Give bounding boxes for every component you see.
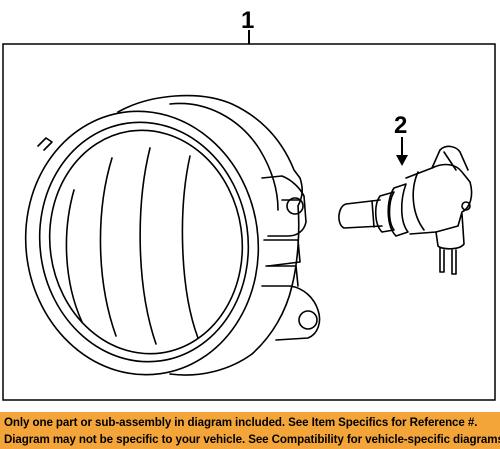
- bulb-base-detail: [412, 171, 425, 231]
- lamp-mount-boss-upper: [286, 197, 304, 215]
- lamp-locator-tab: [37, 137, 53, 151]
- lens-optic-line-1: [65, 189, 83, 323]
- bulb-collar-ring: [387, 183, 409, 237]
- disclaimer-banner: Only one part or sub-assembly in diagram…: [0, 412, 500, 449]
- bulb-terminal-1: [439, 247, 445, 273]
- callout-1-label: 1: [241, 7, 254, 34]
- bulb-terminal-2: [451, 249, 457, 275]
- lens-optic-line-4: [181, 155, 199, 339]
- lamp-bracket-lower: [261, 285, 321, 341]
- lens-optic-line-2: [99, 157, 117, 337]
- lamp-bezel-inner: [38, 121, 250, 363]
- bulb-base-top-inner: [443, 151, 457, 171]
- fog-lamp-diagram: 1 2: [2, 7, 496, 401]
- lamp-bracket-upper: [261, 175, 307, 237]
- fog-lamp-assembly: [24, 94, 321, 376]
- fog-lamp-bulb: [338, 145, 473, 275]
- lamp-rib-2: [265, 265, 299, 287]
- disclaimer-line-2: Diagram may not be specific to your vehi…: [4, 433, 500, 446]
- lamp-lens: [48, 129, 244, 355]
- lamp-mount-boss-lower: [298, 310, 318, 330]
- disclaimer-line-1: Only one part or sub-assembly in diagram…: [4, 416, 478, 429]
- bulb-connector-latch: [461, 201, 471, 211]
- bulb-glass-band: [371, 200, 375, 228]
- diagram-frame: [2, 43, 496, 401]
- lamp-housing-contour: [169, 102, 279, 211]
- lamp-rib-1: [263, 239, 301, 267]
- lamp-bezel-outer: [24, 110, 260, 376]
- callout-2-arrowhead: [396, 155, 408, 166]
- bulb-collar: [374, 191, 395, 233]
- lens-optic-line-3: [139, 147, 157, 345]
- lamp-housing: [117, 94, 303, 376]
- bulb-glass: [338, 199, 383, 229]
- bulb-base: [405, 163, 473, 235]
- callout-2-label: 2: [394, 112, 407, 139]
- bulb-base-top: [431, 145, 469, 171]
- bulb-connector: [435, 213, 465, 250]
